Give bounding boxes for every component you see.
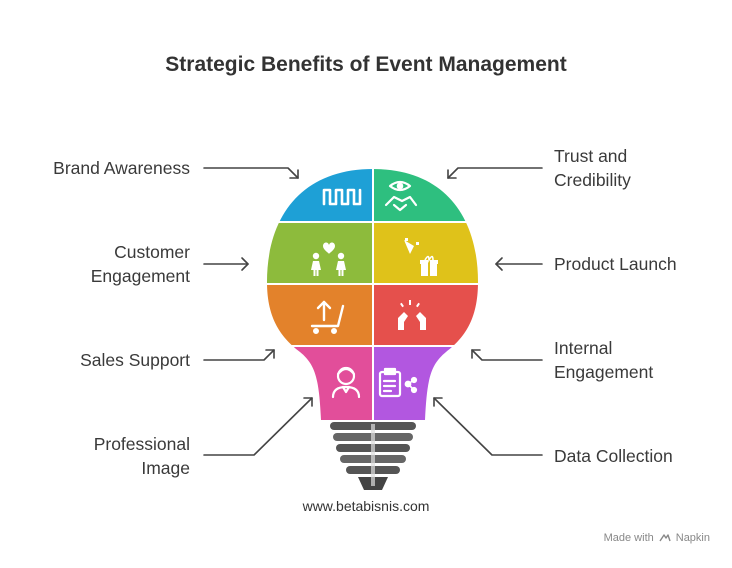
arrow-sales-support [203, 349, 275, 361]
arrow-professional-image [203, 397, 313, 456]
segment-customer-engagement [267, 223, 372, 283]
segment-trust-credibility [374, 169, 478, 221]
cart-arrow-icon [310, 300, 345, 335]
sound-wave-icon [322, 188, 362, 206]
high-five-icon [398, 300, 426, 330]
party-popper-gift-icon [404, 238, 438, 276]
website-url: www.betabisnis.com [302, 498, 430, 514]
label-professional-image: Professional Image [93, 434, 190, 478]
handshake-eye-icon [384, 180, 418, 212]
diagram-title: Strategic Benefits of Event Management [165, 53, 567, 76]
label-data-collection: Data Collection [554, 446, 673, 466]
label-product-launch: Product Launch [554, 254, 677, 274]
label-trust-credibility: Trust and Credibility [554, 146, 631, 190]
clipboard-share-icon [378, 367, 418, 398]
arrow-customer-engagement [203, 257, 249, 271]
segment-professional-image [267, 347, 372, 420]
napkin-logo-icon [659, 534, 671, 542]
professional-person-icon [331, 366, 361, 399]
arrow-internal-engagement [471, 349, 543, 361]
label-sales-support: Sales Support [80, 350, 190, 370]
arrow-trust-credibility [447, 167, 543, 179]
made-with-badge[interactable]: Made with Napkin [604, 532, 710, 544]
arrow-brand-awareness [203, 167, 299, 179]
made-with-text: Made with [603, 532, 654, 544]
segment-internal-engagement [374, 285, 478, 345]
people-heart-icon [311, 242, 346, 276]
bulb-base [330, 422, 416, 490]
napkin-brand-text: Napkin [675, 532, 710, 544]
label-brand-awareness: Brand Awareness [53, 158, 190, 178]
label-customer-engagement: Customer Engagement [90, 242, 190, 286]
arrow-data-collection [433, 397, 543, 456]
segment-sales-support [267, 285, 372, 345]
arrow-product-launch [495, 257, 543, 271]
label-internal-engagement: Internal Engagement [554, 338, 654, 382]
